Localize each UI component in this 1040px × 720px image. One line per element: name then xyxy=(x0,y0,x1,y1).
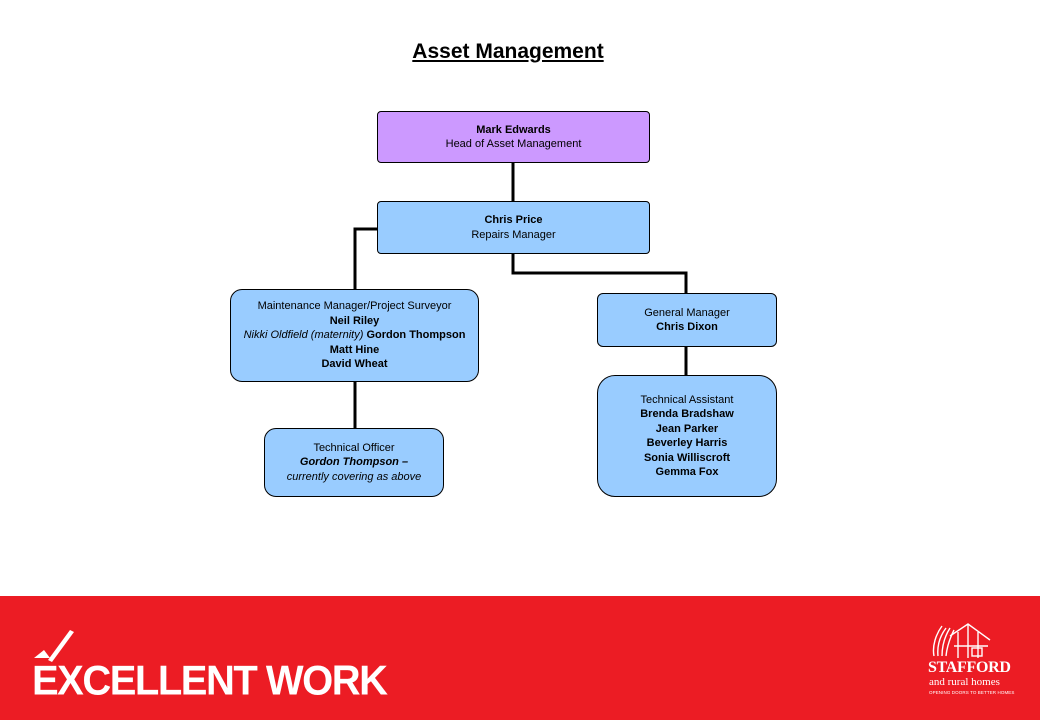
checkmark-icon xyxy=(34,630,74,662)
node-repairs-manager: Chris Price Repairs Manager xyxy=(377,201,650,254)
excellent-work-logo: EXCELLENT WORK xyxy=(32,657,388,705)
node-note: currently covering as above xyxy=(286,470,422,483)
node-role: Head of Asset Management xyxy=(445,138,582,150)
node-general-manager: General Manager Chris Dixon xyxy=(597,293,777,347)
stafford-logo-tagline: OPENING DOORS TO BETTER HOMES xyxy=(929,690,1015,695)
node-role: Repairs Manager xyxy=(471,228,556,241)
node-name: Chris Price xyxy=(484,214,543,226)
node-member: Gemma Fox xyxy=(655,466,719,478)
node-name: Matt Hine xyxy=(329,343,380,356)
node-name: Neil Riley xyxy=(329,314,380,327)
node-member: Beverley Harris xyxy=(646,437,728,449)
node-name-line: Nikki Oldfield (maternity) Gordon Thomps… xyxy=(244,328,466,343)
node-role: Technical Officer xyxy=(313,441,395,454)
node-role: Technical Assistant xyxy=(640,393,734,406)
node-member: Sonia Williscroft xyxy=(643,451,731,464)
connector-repairs-maintenance xyxy=(353,227,379,291)
node-name: Chris Dixon xyxy=(656,321,718,333)
footer-banner xyxy=(0,596,1040,720)
node-member: Jean Parker xyxy=(655,422,719,435)
node-member: Brenda Bradshaw xyxy=(640,408,734,420)
node-name: Gordon Thompson – xyxy=(299,456,409,469)
stafford-house-icon xyxy=(932,623,991,658)
stafford-logo-subname: and rural homes xyxy=(929,676,1000,688)
maternity-note: Nikki Oldfield (maternity) xyxy=(243,329,364,342)
node-head-of-asset-management: Mark Edwards Head of Asset Management xyxy=(377,111,650,163)
node-role: General Manager xyxy=(644,306,730,319)
node-role: Maintenance Manager/Project Surveyor xyxy=(257,300,452,313)
node-name: David Wheat xyxy=(321,358,388,371)
page-title: Asset Management xyxy=(412,40,604,63)
node-name: Gordon Thompson xyxy=(366,329,466,342)
org-chart-connectors xyxy=(353,161,688,430)
stafford-logo-name: STAFFORD xyxy=(928,659,1011,676)
node-name: Mark Edwards xyxy=(476,123,551,136)
node-technical-officer: Technical Officer Gordon Thompson – curr… xyxy=(264,428,444,497)
connector-repairs-general-manager xyxy=(511,252,688,295)
node-technical-assistant: Technical Assistant Brenda Bradshaw Jean… xyxy=(597,375,777,497)
node-maintenance-manager: Maintenance Manager/Project Surveyor Nei… xyxy=(230,289,479,382)
